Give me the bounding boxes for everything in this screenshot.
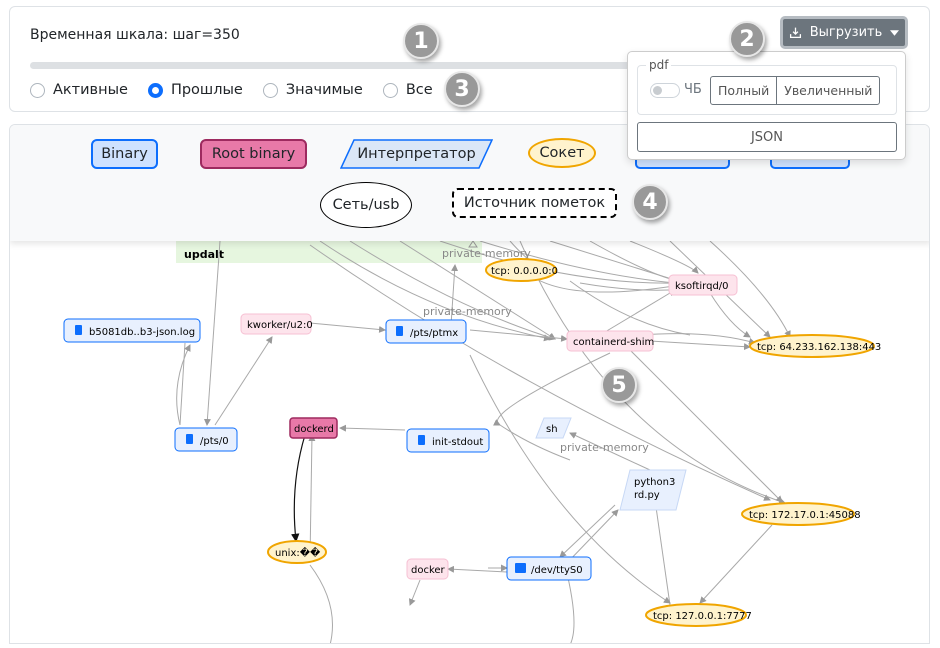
bw-toggle[interactable] [650,83,680,98]
badge-5: 5 [601,367,637,403]
legend-socket[interactable]: Сокет [528,138,596,168]
file-icon [75,325,82,335]
svg-text:dockerd: dockerd [294,424,334,435]
edge-dockerd-unix [291,434,306,543]
filter-significant[interactable]: Значимые [262,82,363,98]
svg-text:ksoftirqd/0: ksoftirqd/0 [675,281,729,292]
json-export-button[interactable]: JSON [637,122,897,152]
svg-text:rd.py: rd.py [634,490,660,501]
node-python3-rd[interactable]: python3 rd.py [619,469,687,511]
parallelogram-shape [340,139,493,169]
badge-1: 1 [403,23,439,59]
svg-text:b5081db..b3-json.log: b5081db..b3-json.log [89,327,195,338]
filter-all[interactable]: Все [382,82,433,98]
node-pts-ptmx[interactable]: /pts/ptmx [385,319,467,344]
legend-interpreter-label: Интерпретатор [357,146,476,162]
svg-text:unix:��: unix:�� [275,546,321,559]
node-kworker[interactable]: kworker/u2:0 [240,313,313,335]
file-icon [186,434,193,444]
filter-active[interactable]: Активные [30,82,128,98]
file-icon [396,326,403,336]
svg-text:/pts/ptmx: /pts/ptmx [410,328,458,339]
filter-radio-group: Активные Прошлые Значимые Все [30,82,433,98]
node-socket-tcp-172[interactable]: tcp: 172.17.0.1:45088 [741,502,861,526]
node-dev-ttys0[interactable]: /dev/ttyS0 [506,556,592,581]
download-icon [789,27,801,39]
svg-text:init-stdout: init-stdout [432,437,483,448]
badge-2: 2 [729,21,765,57]
node-socket-unix[interactable]: unix:�� [267,540,327,564]
timeline-slider[interactable] [30,62,630,69]
graph-canvas[interactable]: updalt [10,125,930,644]
caret-down-icon [890,29,900,36]
svg-text:docker: docker [411,565,446,576]
filter-past[interactable]: Прошлые [147,82,243,98]
edge-label: private-memory [423,305,512,318]
export-button-label: Выгрузить [809,25,883,40]
node-docker[interactable]: docker [406,558,449,580]
node-b5081-log[interactable]: b5081db..b3-json.log [63,318,201,343]
filter-label: Прошлые [170,82,243,98]
timeline-title: Временная шкала: шаг=350 [30,27,240,43]
pdf-full-button[interactable]: Полный [718,83,770,98]
badge-3: 3 [444,71,480,107]
svg-text:/dev/ttyS0: /dev/ttyS0 [531,565,583,576]
node-socket-tcp-0[interactable]: tcp: 0.0.0.0:0 [485,258,558,282]
filter-label: Все [405,82,433,98]
collapse-icon[interactable] [468,240,478,248]
svg-text:python3: python3 [634,477,675,488]
filter-label: Активные [53,82,128,98]
group-label: updalt [184,248,224,261]
svg-text:sh: sh [546,424,558,435]
svg-text:/pts/0: /pts/0 [200,436,229,447]
radio-circle[interactable] [147,82,163,98]
radio-circle[interactable] [30,82,45,98]
pdf-mode-group: Полный Увеличенный [710,76,881,105]
radio-circle[interactable] [262,82,278,98]
svg-text:containerd-shim: containerd-shim [573,337,654,348]
edge-label: private-memory [442,247,531,260]
pdf-zoomed-button[interactable]: Увеличенный [776,77,879,104]
graph-view[interactable]: Binary Root binary Интерпретатор Сокет С… [9,124,930,644]
node-sh[interactable]: sh [535,417,572,439]
svg-text:tcp: 0.0.0.0:0: tcp: 0.0.0.0:0 [491,266,558,277]
node-init-stdout[interactable]: init-stdout [406,428,490,453]
svg-text:kworker/u2:0: kworker/u2:0 [247,320,313,331]
node-pts0[interactable]: /pts/0 [174,427,238,452]
legend-root-binary[interactable]: Root binary [200,139,307,169]
svg-text:tcp: 172.17.0.1:45088: tcp: 172.17.0.1:45088 [749,510,861,521]
radio-circle[interactable] [382,82,398,98]
node-socket-tcp-64[interactable]: tcp: 64.233.162.138:443 [749,334,881,358]
node-socket-tcp-127[interactable]: tcp: 127.0.0.1:7777 [645,603,752,627]
pdf-legend: pdf [646,58,672,72]
badge-4: 4 [632,184,668,220]
node-dockerd[interactable]: dockerd [289,417,338,439]
legend-binary[interactable]: Binary [91,139,158,169]
pdf-fieldset: pdf ЧБ Полный Увеличенный [637,58,897,115]
node-containerd-shim[interactable]: containerd-shim [566,330,654,352]
legend-mark-source[interactable]: Источник пометок [452,188,617,218]
bw-label: ЧБ [684,82,702,97]
terminal-icon [515,563,526,573]
filter-label: Значимые [285,82,363,98]
export-button[interactable]: Выгрузить [780,16,908,49]
export-dropdown: pdf ЧБ Полный Увеличенный JSON [627,51,906,160]
node-ksoftirqd[interactable]: ksoftirqd/0 [668,274,738,296]
file-icon [418,435,425,445]
svg-text:tcp: 64.233.162.138:443: tcp: 64.233.162.138:443 [757,342,881,353]
svg-text:tcp: 127.0.0.1:7777: tcp: 127.0.0.1:7777 [653,611,752,622]
legend-net-usb[interactable]: Сеть/usb [320,182,412,228]
legend-interpreter[interactable]: Интерпретатор [340,139,493,169]
edge-label: private-memory [560,441,649,454]
